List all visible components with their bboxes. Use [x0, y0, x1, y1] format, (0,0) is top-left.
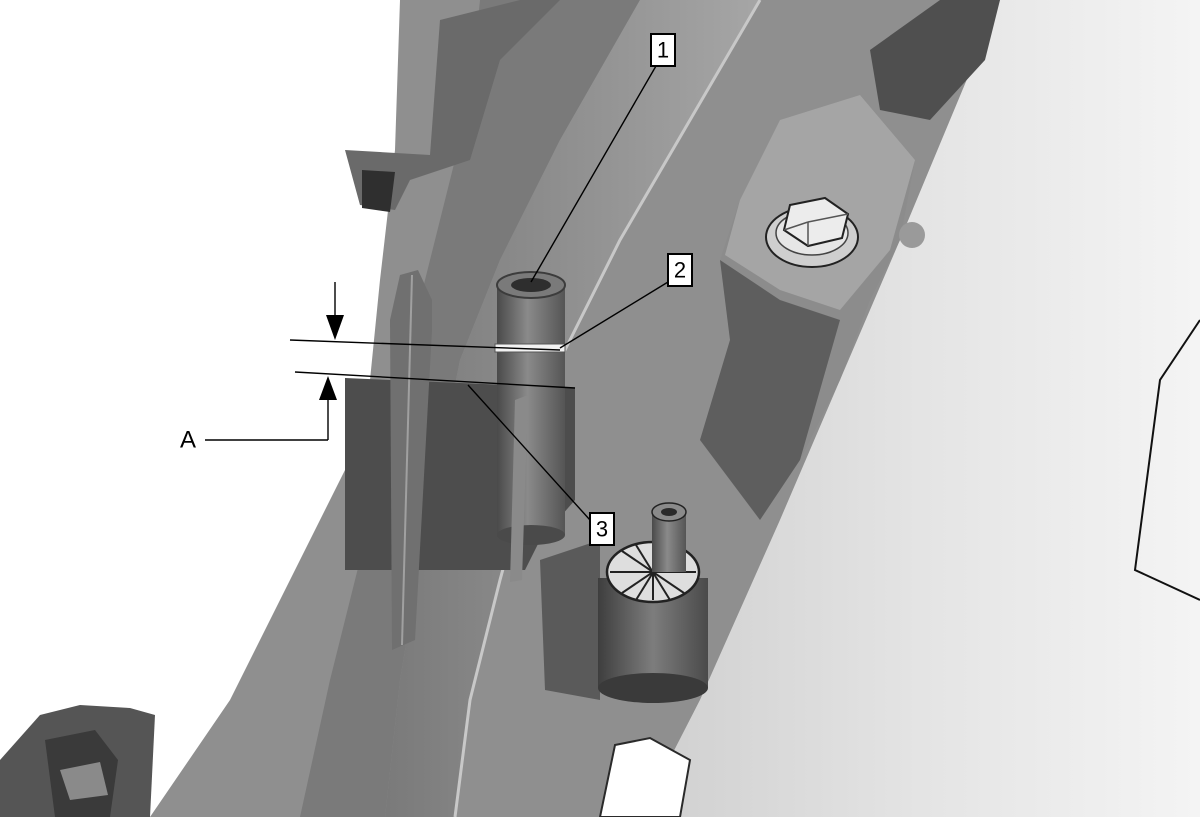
dimension-label: A [180, 427, 196, 454]
top-channel-bracket [345, 0, 560, 210]
callout-1-leader [530, 65, 657, 283]
inner-channel [300, 0, 640, 817]
top-channel-slot [362, 170, 395, 212]
pale-trim-panel [640, 0, 1200, 817]
dimension-arrow-bottom-head [319, 376, 337, 400]
callout-3: 3 [589, 512, 615, 546]
bracket-nub [899, 222, 925, 248]
tube-hole [511, 278, 551, 292]
dimension-line-upper [289, 339, 561, 351]
lower-clip-face [60, 762, 108, 800]
boss-shadow [540, 540, 600, 700]
callout-1-label: 1 [657, 38, 669, 63]
boss-pin [652, 512, 686, 572]
dimension-arrow-top-head [326, 315, 344, 340]
callout-3-label: 3 [596, 517, 608, 542]
rail-rib [385, 0, 760, 817]
callout-2-leader [559, 281, 669, 349]
tube-bottom [497, 525, 565, 545]
locating-fin [390, 270, 432, 650]
boss-bottom [598, 673, 708, 703]
bolt-hex-edge-3 [783, 221, 809, 231]
bottom-slot [598, 736, 692, 817]
callout-2-label: 2 [674, 258, 686, 283]
tube-rib [510, 395, 528, 582]
boss-pin-hole [661, 508, 677, 516]
bolt-hex-edge-2 [807, 213, 849, 223]
bracket-shadow [700, 260, 840, 520]
tube-body [497, 285, 565, 535]
locating-fin-edge [401, 274, 413, 646]
callout-2: 2 [667, 253, 693, 287]
callout-1: 1 [650, 33, 676, 67]
callout-3-leader [467, 384, 591, 521]
upper-dark-block [870, 0, 1000, 120]
panel-outline [1133, 319, 1200, 601]
dimension-line-lower [294, 371, 576, 389]
